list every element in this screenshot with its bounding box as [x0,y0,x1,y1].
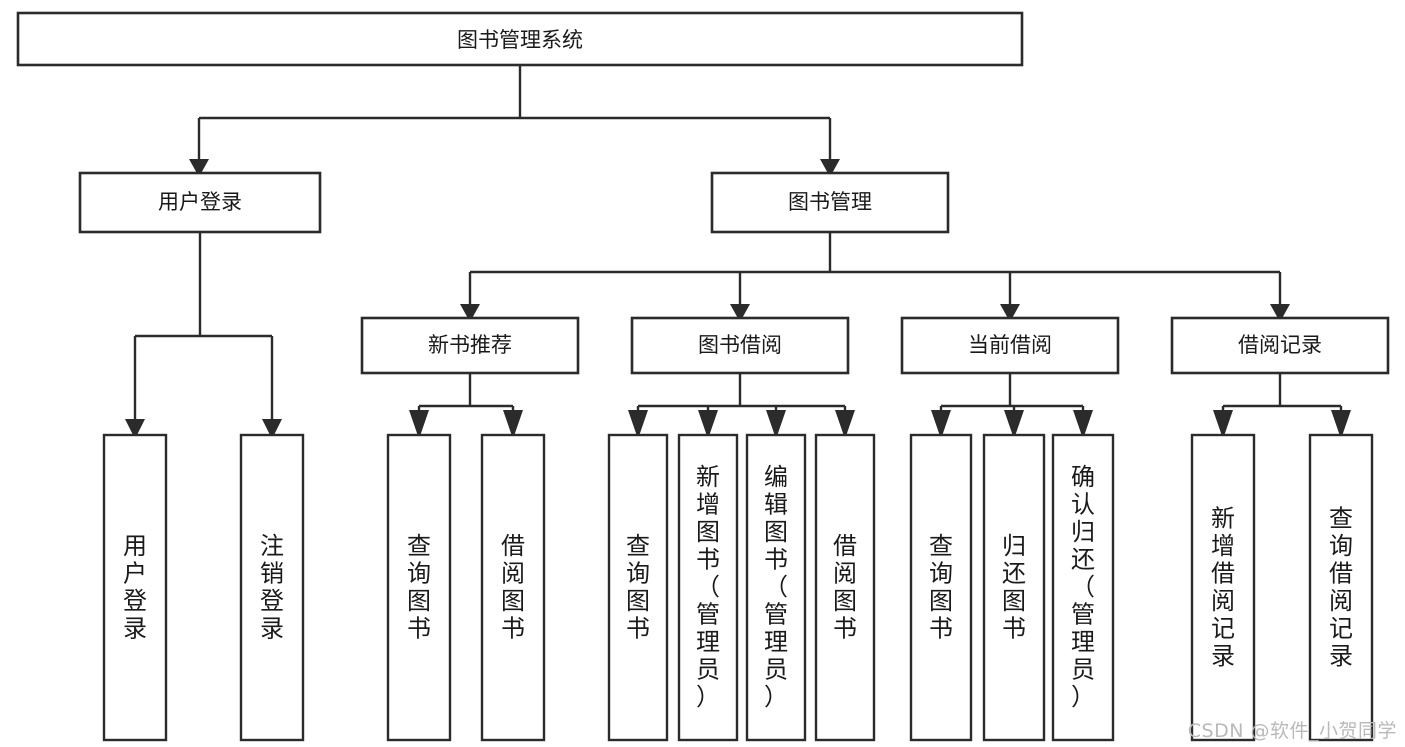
node-leaf-confirm-return-box[interactable] [1051,433,1115,742]
node-leaf-query-record-box[interactable] [1308,433,1374,742]
node-leaf-return-book[interactable]: 归还图书 [982,433,1046,742]
leaf-node-layer: 用户登录 注销登录 查询图书 借阅图书 查询图书 新增图书（管理员） 编辑图书（管理员） 借阅… [102,433,1374,742]
node-leaf-query-books-1-box[interactable] [386,433,452,742]
node-book-management[interactable]: 图书管理 [710,171,950,234]
arrow-head-icon [1213,410,1233,439]
node-borrow-record-box[interactable] [1170,316,1390,375]
arrow-head-icon [931,410,951,439]
node-leaf-add-book-label: 新增图书（管理员） [696,463,720,711]
arrow-head-icon [1004,410,1024,439]
node-leaf-add-record-box[interactable] [1190,433,1256,742]
arrow-head-icon [730,304,750,322]
node-root-system-label: 图书管理系统 [457,28,583,52]
node-leaf-confirm-return-label: 确认归还（管理员） [1071,463,1095,711]
arrow-head-icon [1073,410,1093,439]
connector-newbook-to-leaves [409,373,523,439]
node-leaf-query-books-1[interactable]: 查询图书 [386,433,452,742]
node-leaf-query-books-2[interactable]: 查询图书 [607,433,669,742]
node-borrow-record-label: 借阅记录 [1238,333,1322,357]
node-leaf-query-books-2-box[interactable] [607,433,669,742]
node-leaf-query-books-2-label: 查询图书 [626,532,650,643]
node-leaf-user-login[interactable]: 用户登录 [102,433,168,742]
arrow-head-icon [766,410,786,439]
connector-currentborrow-to-leaves [931,373,1093,439]
node-leaf-query-record[interactable]: 查询借阅记录 [1308,433,1374,742]
node-leaf-edit-book-box[interactable] [745,433,807,742]
arrow-head-icon [460,304,480,322]
node-leaf-add-book[interactable]: 新增图书（管理员） [677,433,739,742]
connector-userlogin-to-leaves [125,232,282,439]
node-new-book-recommend[interactable]: 新书推荐 [360,316,580,375]
node-new-book-recommend-label: 新书推荐 [428,333,512,357]
node-leaf-return-book-label: 归还图书 [1002,532,1026,643]
node-book-borrow[interactable]: 图书借阅 [630,316,850,375]
node-leaf-confirm-return[interactable]: 确认归还（管理员） [1051,433,1115,742]
node-leaf-user-login-label: 用户登录 [123,532,147,643]
node-leaf-logout[interactable]: 注销登录 [239,433,305,742]
arrow-head-icon [189,159,209,177]
connector-root-to-level2 [189,65,840,177]
node-book-borrow-label: 图书借阅 [698,333,782,357]
arrow-head-icon [835,410,855,439]
arrow-head-icon [1331,410,1351,439]
node-current-borrow[interactable]: 当前借阅 [900,316,1120,375]
arrow-head-icon [409,410,429,439]
node-leaf-borrow-books-2[interactable]: 借阅图书 [814,433,876,742]
node-leaf-borrow-books-1-label: 借阅图书 [501,532,525,643]
node-leaf-query-books-3[interactable]: 查询图书 [909,433,973,742]
node-borrow-record[interactable]: 借阅记录 [1170,316,1390,375]
connector-bookmgmt-to-level3 [460,232,1290,322]
node-leaf-return-book-box[interactable] [982,433,1046,742]
node-leaf-logout-box[interactable] [239,433,305,742]
node-leaf-edit-book[interactable]: 编辑图书（管理员） [745,433,807,742]
arrow-head-icon [820,159,840,177]
node-book-borrow-box[interactable] [630,316,850,375]
connector-bookborrow-to-leaves [628,373,855,439]
node-leaf-add-record-label: 新增借阅记录 [1211,504,1235,670]
node-leaf-query-books-3-box[interactable] [909,433,973,742]
node-leaf-add-record[interactable]: 新增借阅记录 [1190,433,1256,742]
node-leaf-borrow-books-1[interactable]: 借阅图书 [480,433,546,742]
node-leaf-borrow-books-2-label: 借阅图书 [833,532,857,643]
node-book-management-label: 图书管理 [788,190,872,214]
node-root-system-box[interactable] [16,11,1024,67]
arrow-head-icon [698,410,718,439]
arrow-head-icon [125,419,145,439]
node-root-system[interactable]: 图书管理系统 [16,11,1024,67]
node-new-book-recommend-box[interactable] [360,316,580,375]
node-leaf-query-books-1-label: 查询图书 [407,532,431,643]
arrow-head-icon [628,410,648,439]
node-leaf-query-record-label: 查询借阅记录 [1329,504,1353,670]
node-book-management-box[interactable] [710,171,950,234]
node-leaf-add-book-box[interactable] [677,433,739,742]
connector-borrowrecord-to-leaves [1213,373,1351,439]
node-user-login[interactable]: 用户登录 [78,171,322,234]
arrow-head-icon [1000,304,1020,322]
node-leaf-borrow-books-1-box[interactable] [480,433,546,742]
node-leaf-query-books-3-label: 查询图书 [929,532,953,643]
node-leaf-edit-book-label: 编辑图书（管理员） [764,463,788,711]
node-leaf-borrow-books-2-box[interactable] [814,433,876,742]
node-user-login-label: 用户登录 [158,190,242,214]
arrow-head-icon [503,410,523,439]
node-user-login-box[interactable] [78,171,322,234]
arrow-head-icon [262,419,282,439]
arrow-head-icon [1270,304,1290,322]
node-current-borrow-box[interactable] [900,316,1120,375]
node-leaf-user-login-box[interactable] [102,433,168,742]
node-current-borrow-label: 当前借阅 [968,333,1052,357]
node-leaf-logout-label: 注销登录 [260,532,284,643]
